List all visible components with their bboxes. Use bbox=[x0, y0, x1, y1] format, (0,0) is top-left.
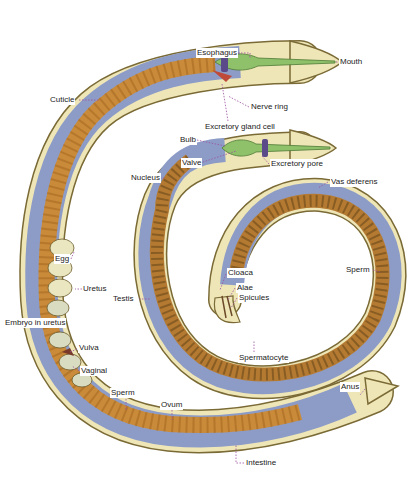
part-label: Vas deferens bbox=[330, 177, 379, 187]
part-label: Embryo in uretus bbox=[4, 318, 66, 328]
part-label: Intestine bbox=[245, 458, 277, 468]
part-label: Valve bbox=[181, 158, 202, 168]
part-label: Alae bbox=[236, 283, 254, 293]
part-label: Anus bbox=[340, 382, 360, 392]
part-label: Spermatocyte bbox=[238, 353, 289, 363]
part-label: Testis bbox=[112, 294, 134, 304]
part-label: Vulva bbox=[78, 343, 100, 353]
part-label: Bulb bbox=[179, 135, 197, 145]
part-label: Esophagus bbox=[196, 48, 238, 58]
part-label: Sperm bbox=[110, 388, 136, 398]
part-label: Ovum bbox=[160, 400, 183, 410]
part-label: Cloaca bbox=[227, 268, 254, 278]
part-label: Nucleus bbox=[130, 173, 161, 183]
part-label: Uretus bbox=[82, 284, 108, 294]
part-label: Sperm bbox=[345, 265, 371, 275]
part-label: Nerve ring bbox=[250, 102, 289, 112]
part-label: Excretory pore bbox=[270, 159, 324, 169]
part-label: Egg bbox=[54, 254, 70, 264]
part-label: Excretory gland cell bbox=[204, 122, 276, 132]
part-label: Cuticle bbox=[49, 95, 75, 105]
part-label: Spicules bbox=[238, 293, 270, 303]
part-label: Mouth bbox=[339, 57, 363, 67]
part-label: Vaginal bbox=[80, 366, 108, 376]
